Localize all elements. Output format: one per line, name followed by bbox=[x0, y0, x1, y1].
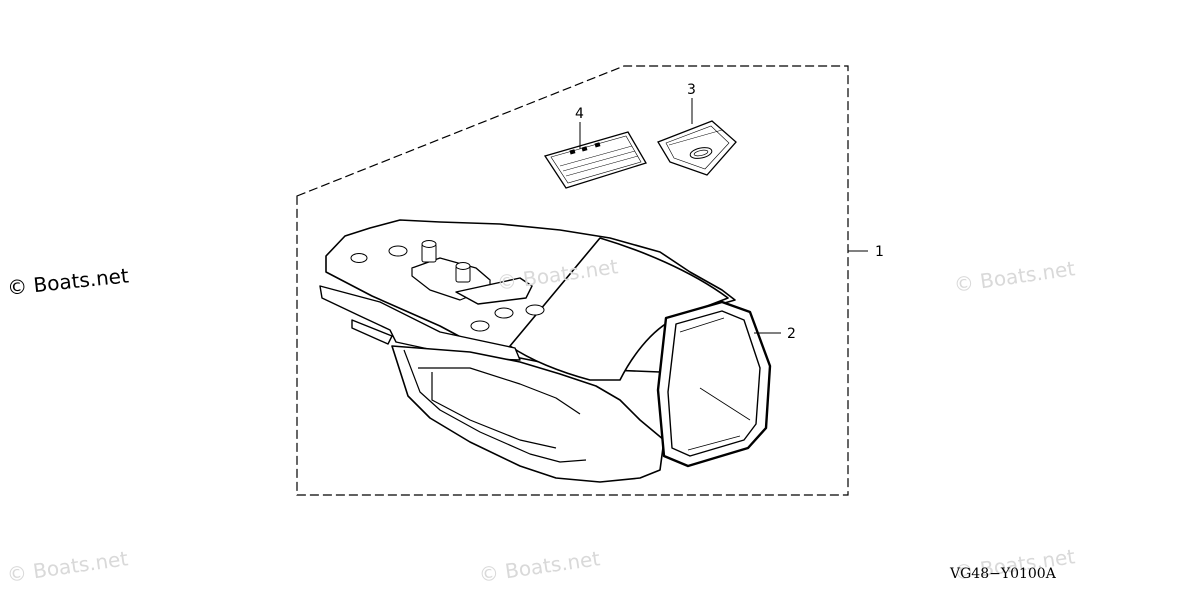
callout-1-label: 1 bbox=[875, 244, 884, 260]
watermark-left: © Boats.net bbox=[6, 263, 130, 300]
label-sticker-part-4 bbox=[543, 131, 647, 189]
watermark-right: © Boats.net bbox=[952, 256, 1076, 297]
watermark-bottom-left: © Boats.net bbox=[5, 546, 129, 587]
callout-2-label: 2 bbox=[787, 326, 796, 342]
duct-part-2 bbox=[319, 219, 772, 483]
callout-3-label: 3 bbox=[687, 82, 696, 98]
callout-4-label: 4 bbox=[575, 106, 584, 122]
watermark-bottom-center: © Boats.net bbox=[477, 546, 601, 587]
kit-outline bbox=[296, 65, 849, 496]
emblem-sticker-part-3 bbox=[657, 120, 737, 176]
diagram-code: VG48−Y0100A bbox=[949, 566, 1057, 582]
